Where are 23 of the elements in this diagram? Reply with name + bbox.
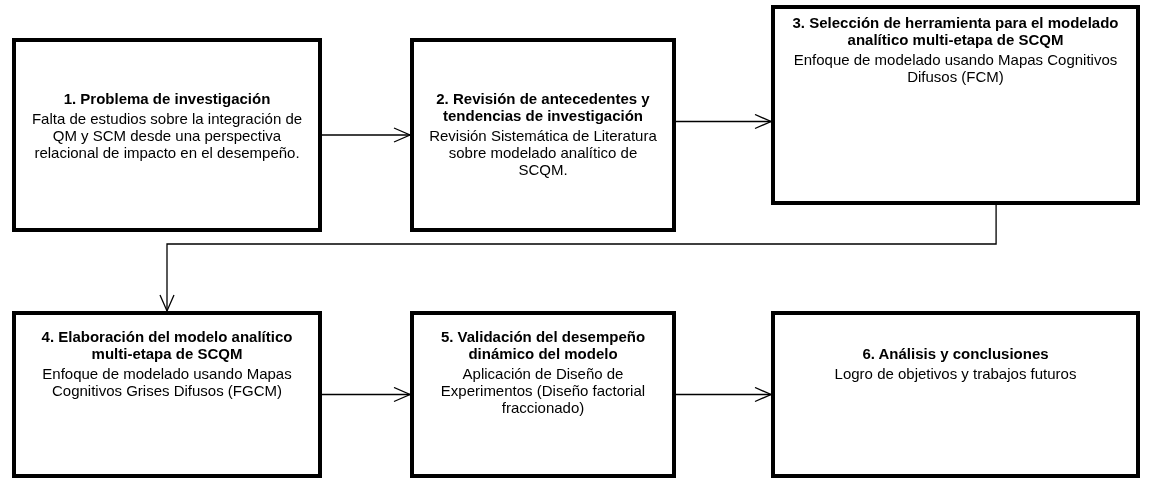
step-title: 2. Revisión de antecedentes y tendencias de investigación — [435, 90, 651, 124]
arrow — [321, 127, 411, 143]
process-box — [410, 311, 676, 478]
arrow — [675, 113, 772, 130]
step-description: Logro de objetivos y trabajos futuros — [834, 365, 1077, 382]
process-box — [12, 311, 322, 478]
step-description: Enfoque de modelado usando Mapas Cognitivos Difusos (FCM) — [792, 51, 1119, 85]
arrow — [321, 386, 411, 403]
process-box — [410, 38, 676, 232]
step-description: Falta de estudios sobre la integración de QM y SCM desde una perspectiva relacional de impacto en el desempeño. — [30, 110, 304, 161]
step-title: 3. Selección de herramienta para el modelado analítico multi-etapa de SCQM — [791, 14, 1120, 48]
process-box — [771, 5, 1140, 205]
arrow — [675, 386, 772, 403]
step-title: 4. Elaboración del modelo analítico multi-etapa de SCQM — [40, 328, 294, 362]
step-description: Revisión Sistemática de Literatura sobre modelado analítico de SCQM. — [428, 127, 658, 178]
step-description: Aplicación de Diseño de Experimentos (Diseño factorial fraccionado) — [439, 365, 647, 416]
step-title: 6. Análisis y conclusiones — [862, 345, 1049, 362]
step-title: 1. Problema de investigación — [63, 90, 271, 107]
step-title: 5. Validación del desempeño dinámico del modelo — [439, 328, 647, 362]
process-box — [771, 311, 1140, 478]
process-box — [12, 38, 322, 232]
step-description: Enfoque de modelado usando Mapas Cognitivos Grises Difusos (FGCM) — [41, 365, 293, 399]
arrow — [159, 204, 997, 312]
